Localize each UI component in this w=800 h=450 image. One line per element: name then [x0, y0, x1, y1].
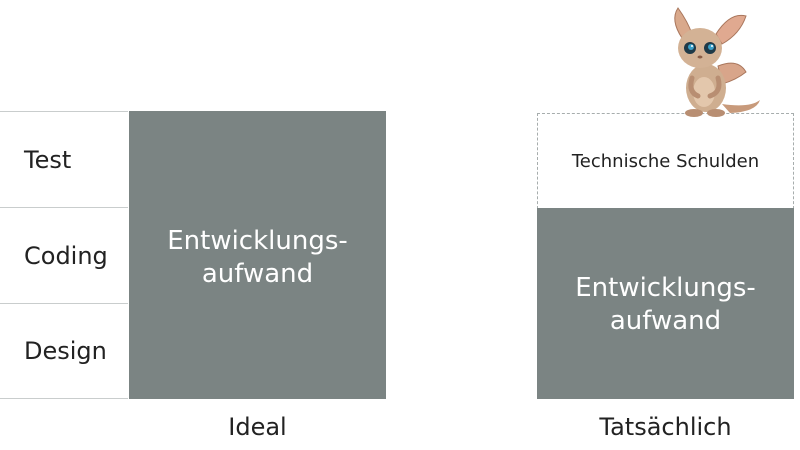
ideal-effort-line2: aufwand — [201, 258, 314, 289]
actual-effort-box: Entwicklungs- aufwand — [537, 208, 794, 399]
creature-mascot-icon — [674, 7, 760, 117]
ideal-effort-line1: Entwicklungs- — [167, 226, 348, 256]
phase-coding: Coding — [0, 207, 128, 303]
phase-design: Design — [0, 303, 128, 399]
actual-effort-line1: Entwicklungs- — [575, 273, 756, 303]
technical-debt-label: Technische Schulden — [571, 150, 760, 172]
phase-test: Test — [0, 111, 128, 207]
actual-caption: Tatsächlich — [599, 413, 732, 441]
ideal-effort-box: Entwicklungs- aufwand — [129, 111, 386, 399]
technical-debt-box: Technische Schulden — [537, 113, 794, 209]
actual-effort-line2: aufwand — [609, 305, 722, 336]
ideal-caption: Ideal — [228, 413, 287, 441]
